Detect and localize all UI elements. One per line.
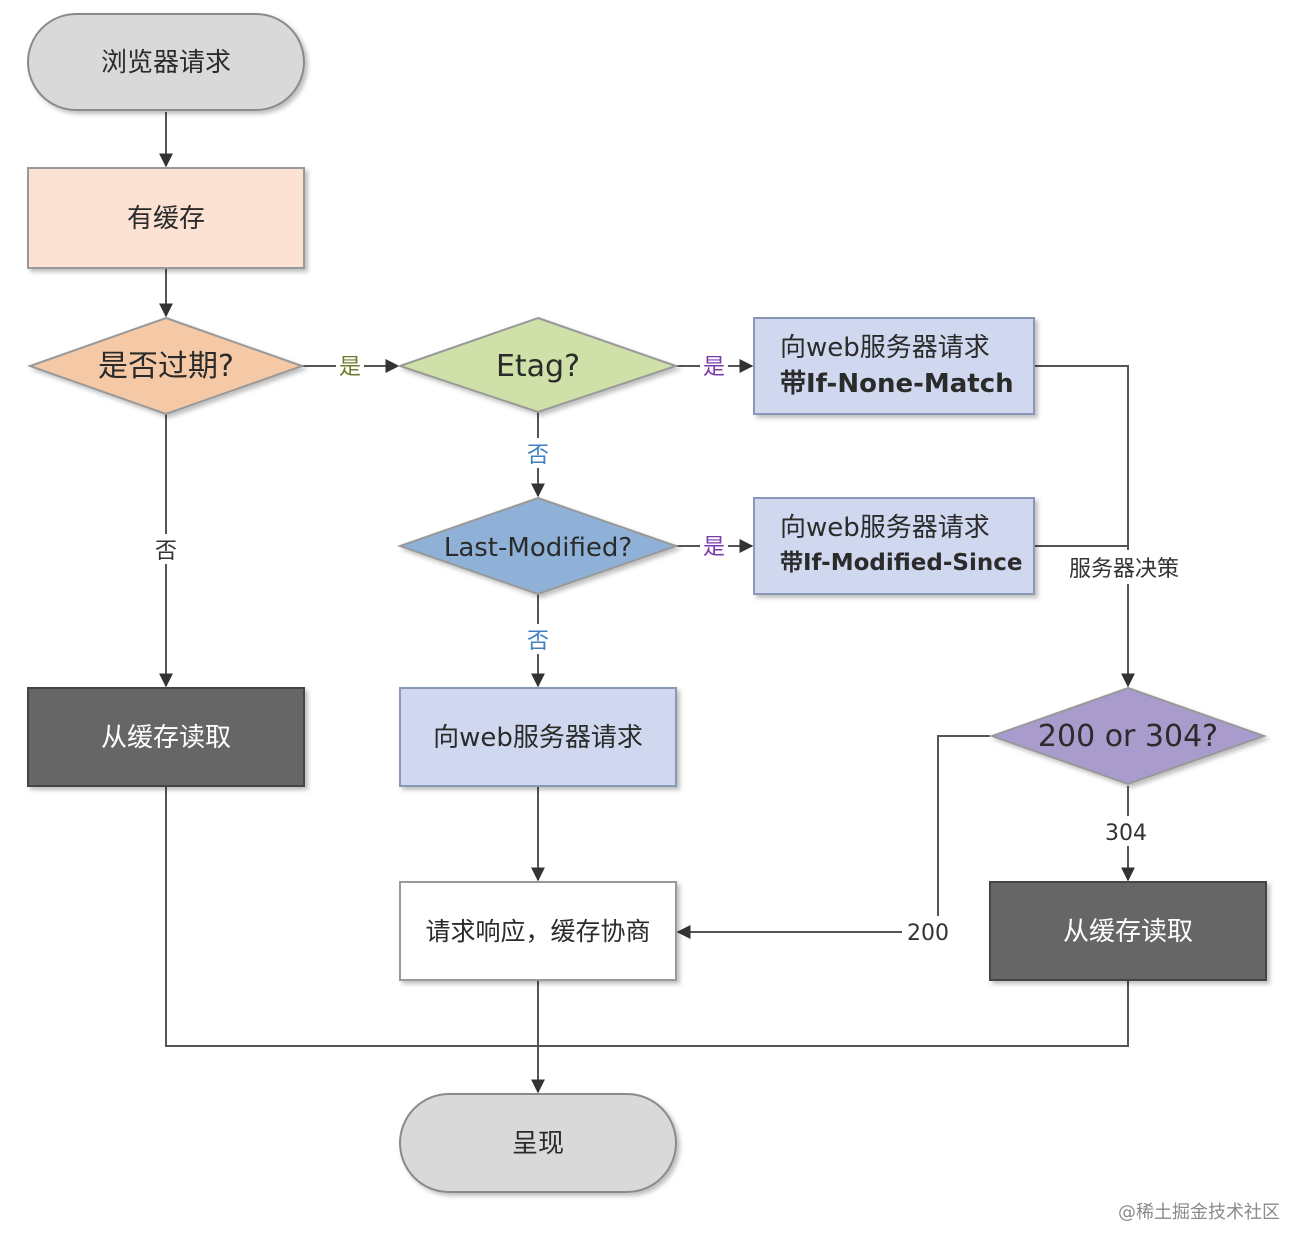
node-expired-label: 是否过期? [98, 349, 234, 384]
edge-right-cache-to-render [538, 980, 1129, 1047]
node-read-cache-right-label: 从缓存读取 [1063, 917, 1193, 947]
node-browser-request-label: 浏览器请求 [101, 48, 231, 78]
label-yes-last-modified: 是 [703, 535, 725, 560]
node-has-cache-label: 有缓存 [127, 204, 205, 234]
node-status-decision: 200 or 304? [988, 686, 1268, 786]
node-web-request: 向web服务器请求 [399, 687, 677, 787]
nodes: 浏览器请求 有缓存 是否过期? Etag? 向web服务器请求 带If-None… [26, 13, 1268, 1193]
node-last-modified-label: Last-Modified? [444, 533, 632, 563]
node-response-negotiate-label: 请求响应，缓存协商 [425, 917, 650, 946]
node-if-modified-since-line2: 带If-Modified-Since [780, 550, 1022, 576]
node-read-cache-left-label: 从缓存读取 [101, 723, 231, 753]
node-if-none-match-line1: 向web服务器请求 [780, 333, 990, 363]
node-read-cache-left: 从缓存读取 [27, 687, 305, 787]
label-code-304: 304 [1105, 821, 1147, 846]
watermark: @稀土掘金技术社区 [1118, 1202, 1280, 1223]
label-no-expired: 否 [155, 539, 177, 564]
node-last-modified-decision: Last-Modified? [396, 496, 680, 596]
node-if-modified-since-line1: 向web服务器请求 [780, 513, 990, 543]
label-no-etag: 否 [527, 443, 549, 468]
node-if-none-match-line2: 带If-None-Match [780, 369, 1014, 399]
node-response-negotiate: 请求响应，缓存协商 [399, 881, 677, 981]
node-read-cache-right: 从缓存读取 [989, 881, 1267, 981]
node-if-modified-since-request: 向web服务器请求 带If-Modified-Since [753, 497, 1035, 595]
label-yes-expired: 是 [339, 355, 361, 380]
node-etag-decision: Etag? [396, 316, 680, 414]
node-etag-label: Etag? [496, 349, 580, 384]
node-render: 呈现 [399, 1093, 677, 1193]
node-browser-request: 浏览器请求 [27, 13, 305, 111]
edge-left-cache-to-render [165, 786, 538, 1047]
node-expired-decision: 是否过期? [26, 316, 306, 416]
node-status-label: 200 or 304? [1038, 719, 1218, 754]
edge-status-to-response [676, 735, 990, 939]
label-yes-etag: 是 [703, 355, 725, 380]
edge-labels: 是 是 是 否 否 否 服务器决策 304 200 [152, 350, 1194, 946]
node-web-request-label: 向web服务器请求 [433, 723, 643, 753]
node-if-none-match-request: 向web服务器请求 带If-None-Match [753, 317, 1035, 415]
label-code-200: 200 [907, 921, 949, 946]
node-has-cache: 有缓存 [27, 167, 305, 269]
label-no-last-modified: 否 [527, 629, 549, 654]
label-server-decision: 服务器决策 [1069, 557, 1179, 582]
node-render-label: 呈现 [512, 1129, 564, 1159]
edge-if-none-match-to-status [1034, 365, 1135, 688]
